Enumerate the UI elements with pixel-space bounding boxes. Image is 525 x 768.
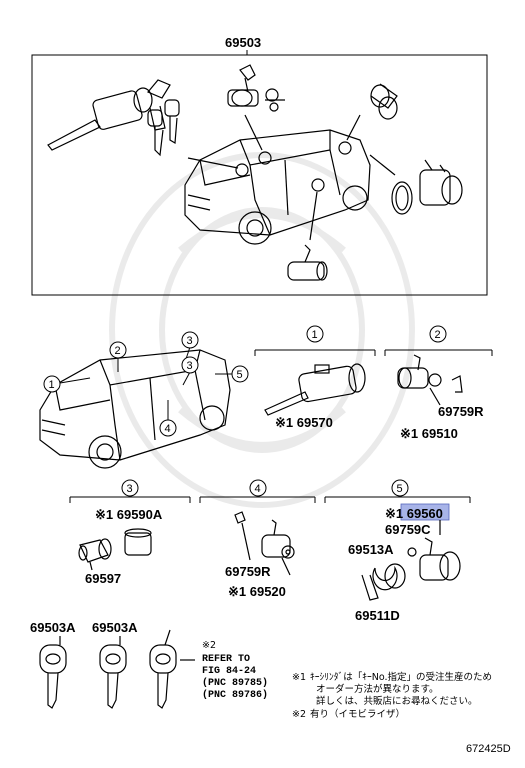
note-1-mark: ※1: [292, 672, 306, 683]
section-2-bracket: [384, 325, 493, 356]
callout-3b: 3: [181, 356, 199, 374]
svg-text:5: 5: [237, 369, 243, 381]
note-2-mark: ※2: [292, 709, 306, 720]
fuel-lid-lock-drawing: [361, 520, 461, 601]
highlight-69560: [400, 503, 450, 521]
door-lock-drawing-section2: [397, 354, 463, 406]
callout-4: 4: [159, 419, 177, 437]
callout-1: 1: [43, 375, 61, 393]
callout-2: 2: [109, 341, 127, 359]
back-door-lock-drawing: [234, 511, 295, 576]
key-label-2: 69503A: [92, 620, 138, 635]
svg-text:3: 3: [187, 335, 193, 347]
section-1-bracket: [254, 325, 376, 356]
section-4-bracket: [199, 479, 316, 503]
part-69570: ※1 69570: [275, 415, 333, 430]
section-5-bracket: [324, 479, 471, 503]
part-69560: ※1 69560: [385, 506, 443, 521]
circled-callouts-car: 1 2 3 3 5 4: [43, 331, 249, 437]
callout-3a: 3: [181, 331, 199, 349]
figure-id: 672425D: [466, 743, 511, 755]
note-1-line-c: 詳しくは、共販店にお尋ねください。: [316, 695, 478, 707]
door-lock-drawing-right: [391, 159, 463, 215]
svg-text:1: 1: [49, 379, 55, 391]
refer-line-3: (PNC 89785): [202, 677, 268, 689]
section-4-number: 4: [255, 483, 261, 495]
part-69511D: 69511D: [355, 608, 400, 623]
note-2-text: 有り（イモビライザ）: [310, 708, 405, 720]
part-69513A: 69513A: [348, 542, 394, 557]
section-5-number: 5: [397, 483, 403, 495]
cylinder-part-drawing: [370, 83, 398, 120]
svg-text:4: 4: [165, 423, 171, 435]
part-69590A: ※1 69590A: [95, 507, 163, 522]
svg-text:2: 2: [115, 345, 121, 357]
part-69510: ※1 69510: [400, 426, 458, 441]
section-3-bracket: [69, 479, 191, 503]
part-69520: ※1 69520: [228, 584, 286, 599]
section-3-number: 3: [127, 483, 133, 495]
note-1-line-b: オーダー方法が異なります。: [316, 683, 439, 695]
top-assembly-box: [31, 54, 488, 296]
callout-5: 5: [231, 365, 249, 383]
suv-drawing-top: [184, 114, 396, 245]
title-part-number: 69503: [225, 35, 261, 50]
section-1-number: 1: [312, 329, 318, 341]
door-lock-drawing-top: [227, 64, 285, 112]
keys-drawing: [39, 629, 195, 709]
part-69759R-s2: 69759R: [438, 404, 484, 419]
ignition-lock-drawing: [264, 363, 366, 416]
part-69759C: 69759C: [385, 522, 431, 537]
svg-text:3: 3: [187, 360, 193, 372]
watermark-logo: [109, 152, 415, 508]
ignition-cylinder-drawing: [47, 79, 180, 157]
trunk-cylinder-drawing: [78, 528, 152, 571]
refer-line-4: (PNC 89786): [202, 689, 268, 701]
note-1-line-a: ｷｰｼﾘﾝﾀﾞは「ｷｰNo.指定」の受注生産のため: [310, 671, 492, 683]
key-label-1: 69503A: [30, 620, 76, 635]
part-69597: 69597: [85, 571, 121, 586]
callout-leaders: [59, 346, 232, 420]
hatch-lock-drawing: [287, 244, 328, 281]
refer-line-2: FIG 84-24: [202, 666, 256, 677]
section-2-number: 2: [435, 329, 441, 341]
refer-line-1: REFER TO: [202, 654, 250, 665]
refer-mark: ※2: [202, 640, 216, 651]
suv-drawing-middle: [39, 349, 231, 469]
part-69759R-s4: 69759R: [225, 564, 271, 579]
